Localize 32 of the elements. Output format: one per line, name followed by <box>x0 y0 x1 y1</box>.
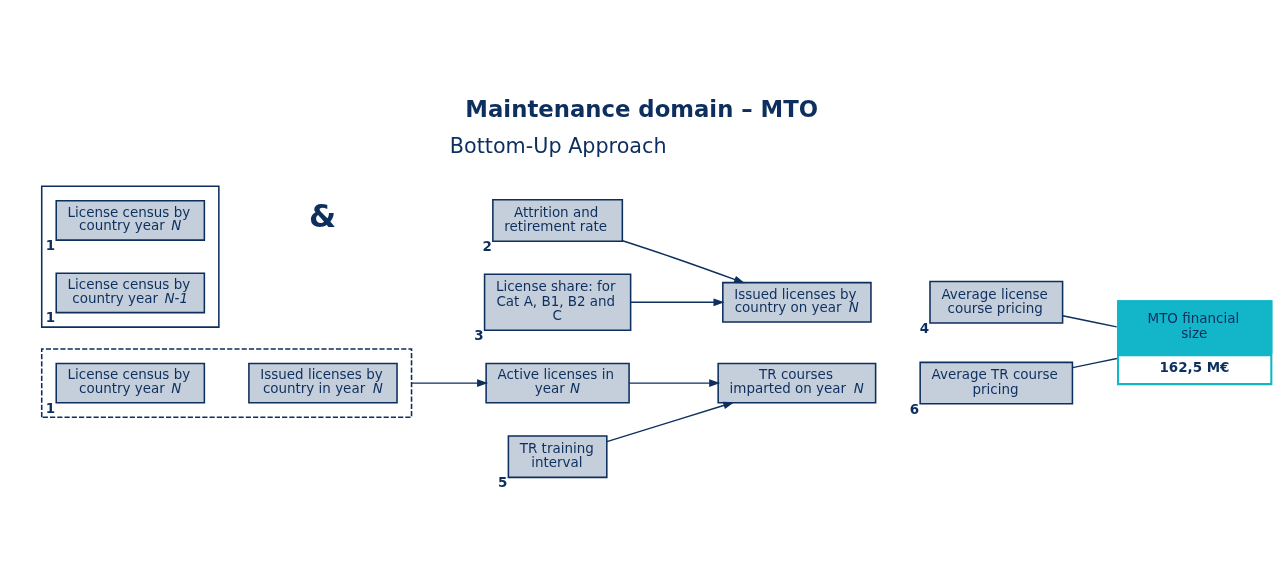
node-label: 2 <box>482 238 492 254</box>
node-box: Issued licenses by country in year N <box>248 362 398 404</box>
node-label: 5 <box>498 475 508 491</box>
cluster <box>40 185 220 328</box>
connector <box>1072 357 1118 369</box>
label: Bottom-Up Approach <box>449 134 667 159</box>
node-box: TR courses imparted on year N <box>717 362 877 404</box>
node-label: 3 <box>474 327 484 343</box>
node-box: Issued licenses by country on year N <box>722 281 872 323</box>
label: & <box>308 198 337 235</box>
node-box: License share: for Cat A, B1, B2 and C <box>483 273 632 332</box>
arrow <box>621 240 745 284</box>
node-box: License census by country year N-1 <box>55 272 206 314</box>
node-box: Average license course pricing <box>929 280 1064 324</box>
node-box: Average TR course pricing <box>919 361 1074 405</box>
node-box: License census by country year N <box>55 362 206 404</box>
node-label: 6 <box>909 401 920 417</box>
node-label: 4 <box>919 320 930 336</box>
node-box: TR training interval <box>507 435 608 479</box>
arrow <box>630 298 725 307</box>
node-box: Attrition and retirement rate <box>492 198 624 242</box>
node-box: License census by country year N <box>55 200 206 241</box>
connector <box>1062 315 1118 328</box>
arrow <box>628 379 721 387</box>
node-label: 1 <box>45 310 56 326</box>
node-label: 1 <box>45 400 56 416</box>
arrow <box>606 401 735 443</box>
cluster <box>40 348 413 419</box>
node-box: Active licenses in year N <box>485 362 630 404</box>
node-label: 1 <box>45 237 56 253</box>
arrow <box>410 379 489 387</box>
diagram-title: Maintenance domain – MTO <box>465 96 819 123</box>
